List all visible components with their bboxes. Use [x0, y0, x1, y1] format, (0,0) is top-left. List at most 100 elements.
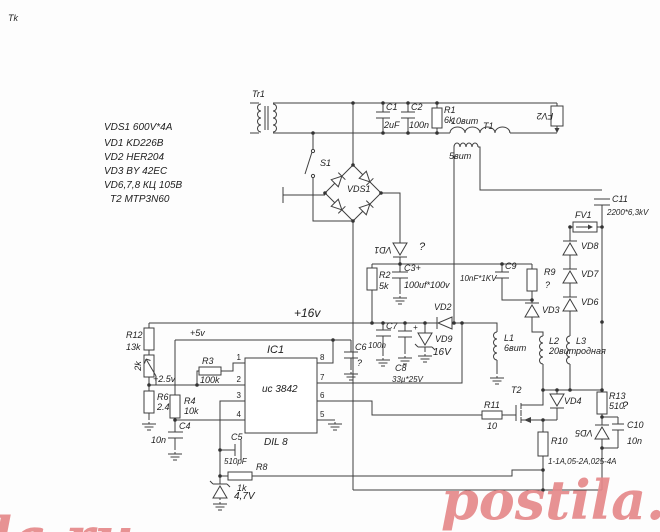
tr1-right-winding [272, 103, 277, 133]
r8-value-label: 1k [237, 483, 247, 493]
r8-body [227, 471, 253, 481]
transformer-t1: 10вит T1 5вит [449, 116, 602, 323]
vd8-symbol [562, 240, 578, 256]
junction-dot [379, 191, 383, 195]
c11-ref-label: C11 [612, 194, 628, 204]
vd2-lead [452, 322, 498, 332]
junction-dot [147, 383, 151, 387]
tr1-ref-label: Tr1 [252, 89, 265, 99]
c4-symbol [168, 420, 183, 450]
zener-4v7: 4,7V [209, 480, 256, 511]
r12-body [143, 327, 155, 351]
c1-value-label: 2uF [383, 120, 400, 130]
fv2-ref-label: FV2 [537, 111, 554, 121]
r3-body [198, 366, 222, 376]
r12-ref-label: R12 [126, 330, 143, 340]
junction-dot [600, 225, 604, 229]
tr1-left-leads [250, 102, 259, 134]
t2-source-arrow [524, 417, 531, 423]
junction-dot [370, 321, 374, 325]
r4-body [169, 394, 181, 419]
junction-dot [555, 388, 559, 392]
r2-ref-label: R2 [379, 270, 391, 280]
l1-symbol [493, 331, 498, 374]
mains-rails [273, 102, 557, 134]
r1-value-label: 6k [444, 115, 454, 125]
ic-right-wires [175, 323, 482, 421]
r1-ref-label: R1 [444, 105, 456, 115]
r13-ref-label: R13 [609, 391, 626, 401]
ic1-part-label: uc 3842 [262, 384, 298, 395]
r9-ref-label: R9 [544, 267, 556, 277]
parts-list-line: T2 MTP3N60 [110, 194, 170, 205]
t2-symbol [515, 390, 544, 432]
parts-list-line: VD3 BY 42EC [104, 166, 168, 177]
ic1-pin7-label: 7 [320, 373, 325, 382]
ic1-pin3-label: 3 [237, 391, 242, 400]
junction-dot [568, 388, 572, 392]
t1-secondary-leads [453, 146, 602, 323]
r13-body [596, 391, 608, 415]
r6-value-label: 2.4k [156, 402, 175, 412]
parts-list-line: VDS1 600V*4A [104, 122, 173, 133]
vd6-ref-label: VD6 [581, 297, 599, 307]
r3-ref-label: R3 [202, 356, 214, 366]
junction-dot [541, 488, 545, 492]
ic1-pin2-label: 2 [237, 375, 242, 384]
vd4-symbol [549, 393, 565, 409]
ic1-pin1-label: 1 [237, 353, 242, 362]
capacitor-c8: + C8 33µ*25V [392, 323, 424, 384]
c9-value-label: 10nF*1KV [460, 274, 497, 283]
junction-dot [218, 448, 222, 452]
c6-value-label: ? [357, 358, 362, 368]
ic1-package-label: DIL 8 [264, 437, 288, 448]
c8-value-label: 33µ*25V [392, 375, 424, 384]
resistor-r10: R10 [537, 431, 568, 490]
vd1-symbol [392, 242, 408, 258]
v25-label: +2.5v [153, 374, 176, 384]
r11-value-label: 10 [487, 421, 497, 431]
junction-dot [173, 418, 177, 422]
mosfet-t2: T2 [511, 385, 544, 432]
s1-ref-label: S1 [320, 158, 331, 168]
junction-dot [600, 320, 604, 324]
l1-value-label: 6вит [504, 343, 527, 353]
watermark-logo-partial: postila.ru [0, 505, 134, 532]
r6-body [143, 390, 155, 414]
resistor-r2: R2 5k [366, 264, 391, 323]
c1-symbol [376, 103, 390, 133]
r10-ref-label: R10 [551, 436, 568, 446]
junction-dot [541, 468, 545, 472]
t1-ref-label: T1 [483, 121, 494, 131]
r12-value-label: 13k [126, 342, 141, 352]
junction-dot [381, 131, 385, 135]
junction-dot [351, 163, 355, 167]
c11-value-label: 2200*6,3kV [606, 208, 649, 217]
zener-symbol [209, 480, 231, 499]
c9-ref-label: C9 [505, 261, 517, 271]
c4-ref-label: C4 [179, 421, 191, 431]
junction-dot [406, 131, 410, 135]
junction-dot [460, 321, 464, 325]
c2-ref-label: C2 [411, 102, 423, 112]
diode-vd6: VD6 [562, 296, 599, 336]
fv1-arrow [588, 224, 593, 230]
vd9-symbol [414, 332, 436, 351]
junction-dots [147, 101, 604, 492]
r2-value-label: 5k [379, 281, 389, 291]
ic1-pin6-label: 6 [320, 391, 325, 400]
vd4-ref-label: VD4 [564, 396, 582, 406]
c7-ref-label: C7 [386, 321, 398, 331]
vds1-ref-label: VDS1 [347, 184, 371, 194]
junction-dot [435, 101, 439, 105]
ic1-pin4-label: 4 [237, 410, 242, 419]
c11-symbol [594, 198, 610, 227]
tr1-left-winding [257, 103, 262, 133]
vref-label: +5v [190, 328, 205, 338]
r4-value-label: 10k [184, 406, 199, 416]
r8-ref-label: R8 [256, 462, 268, 472]
switch-s1: S1 [304, 133, 353, 222]
ic1-pin5-label: 5 [320, 410, 325, 419]
